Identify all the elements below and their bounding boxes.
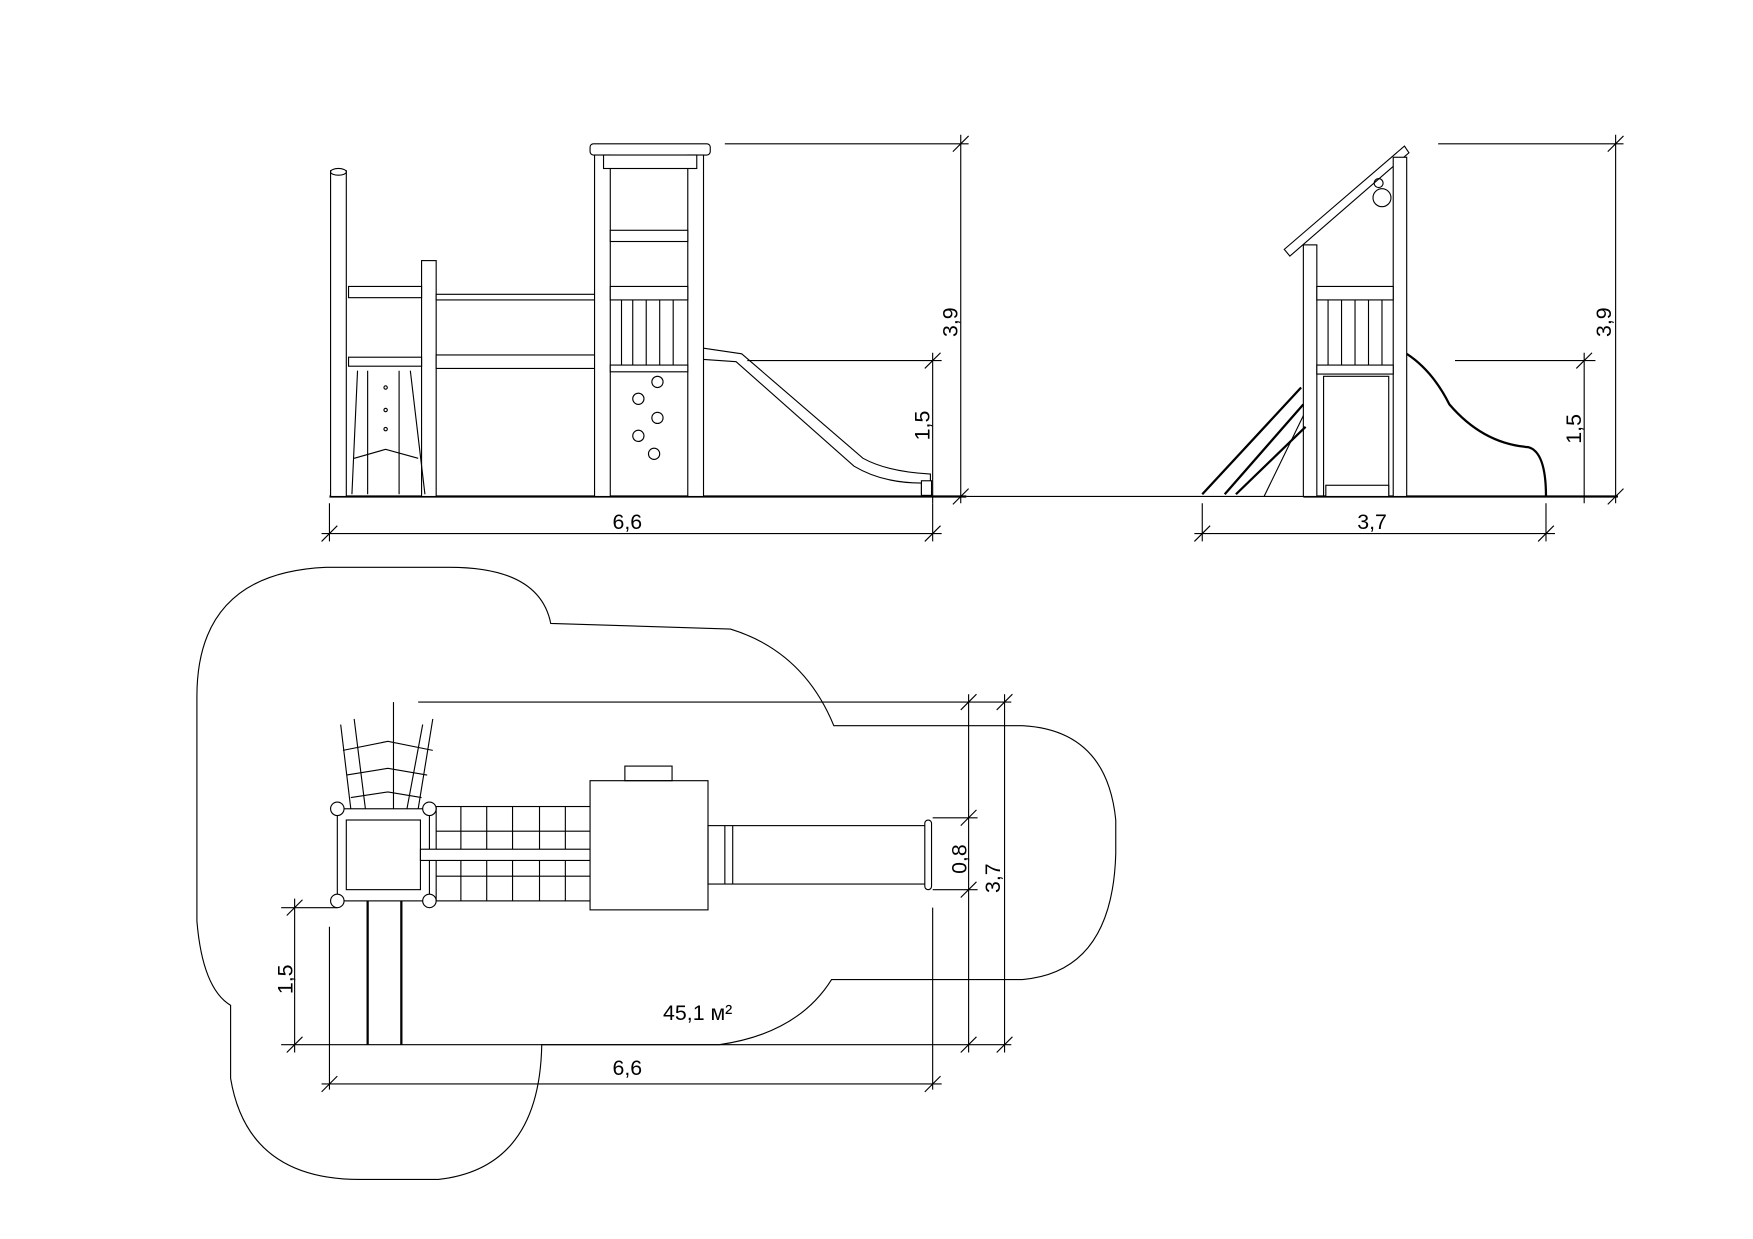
front-elevation: 3,9 1,5 6,6: [321, 134, 970, 542]
front-height-total: 3,9: [938, 307, 962, 337]
climbing-holds: [632, 375, 664, 460]
plan-depth: 3,7: [981, 863, 1005, 893]
plan-view: 0,8 3,7 1,5 6,6 45,1 м²: [196, 566, 1117, 1181]
side-platform-height: 1,5: [1562, 414, 1586, 444]
safety-zone: [196, 566, 1117, 1181]
plan-ladder-length: 1,5: [273, 964, 297, 994]
side-elevation: 3,9 1,5 3,7: [966, 134, 1624, 542]
plan-width: 6,6: [613, 1056, 643, 1080]
front-width: 6,6: [613, 510, 643, 534]
side-width: 3,7: [1357, 510, 1387, 534]
side-height-total: 3,9: [1592, 307, 1616, 337]
plan-area: 45,1 м²: [663, 1001, 732, 1025]
plan-slide-width: 0,8: [947, 844, 971, 874]
front-platform-height: 1,5: [910, 411, 934, 441]
